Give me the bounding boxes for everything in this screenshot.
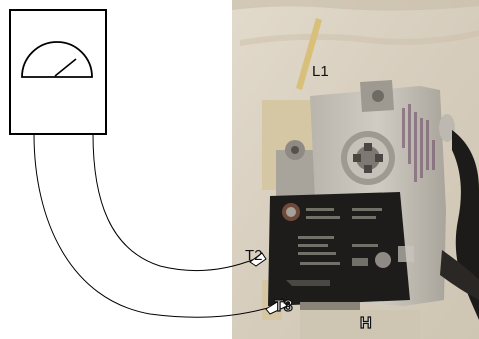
terminal-label-l1: L1: [312, 64, 329, 79]
switch-photo: [232, 0, 479, 339]
terminal-label-h: H: [360, 316, 372, 332]
adjustment-knob: [341, 131, 395, 185]
terminal-label-t2: T2: [245, 248, 263, 263]
terminal-label-t3: T3: [274, 299, 293, 315]
ohmmeter: [10, 10, 106, 134]
micro-switch: [268, 192, 414, 306]
